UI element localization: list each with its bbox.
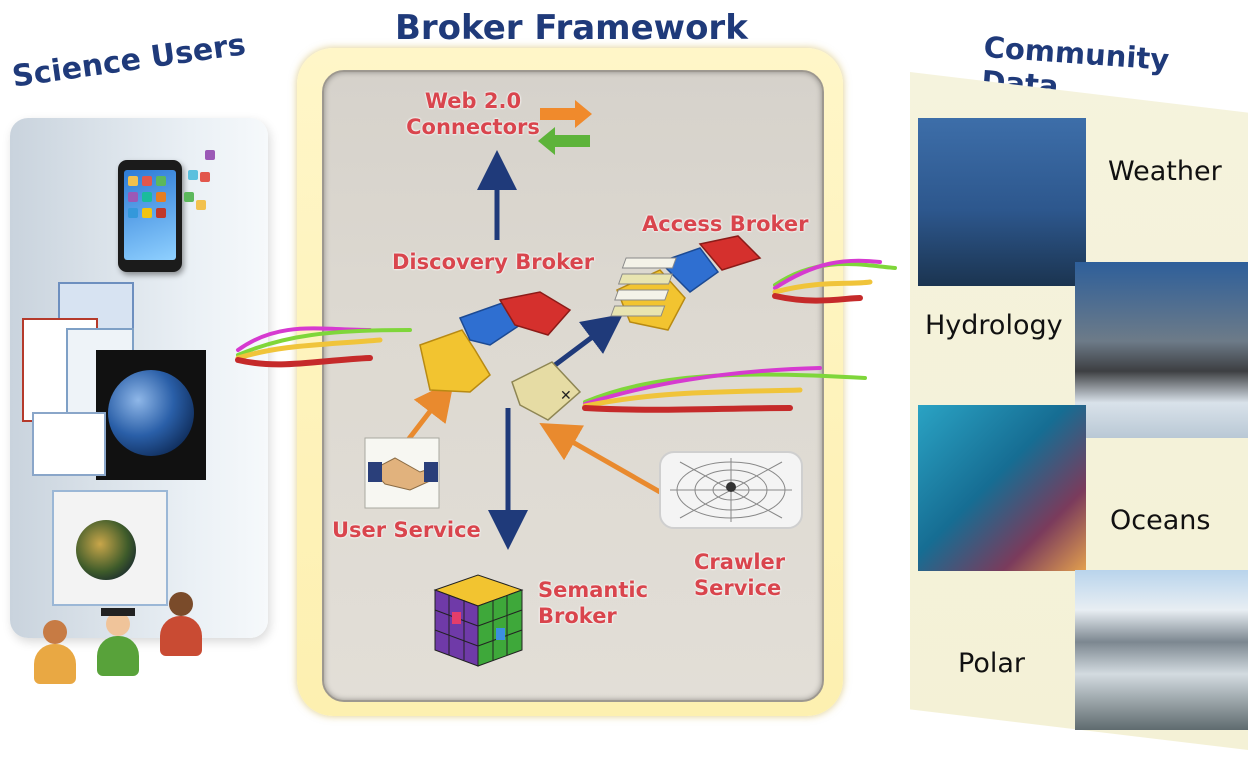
broker-framework-title: Broker Framework	[395, 8, 748, 48]
app-icon	[188, 170, 198, 180]
discovery-broker-label: Discovery Broker	[392, 250, 595, 274]
data-flow-arrows-access	[772, 258, 897, 304]
arrow-from-crawler-service	[539, 423, 662, 495]
weather-label: Weather	[1108, 156, 1222, 187]
arrow-from-user-service	[406, 380, 455, 442]
polar-label: Polar	[958, 648, 1025, 679]
hydrology-photo	[1075, 262, 1248, 438]
discovery-puzzle-icon: ✕	[419, 291, 582, 421]
web-page-thumbnail	[32, 412, 106, 476]
app-icon	[184, 192, 194, 202]
earth-viewer-thumbnail	[96, 350, 206, 480]
web-connectors-label: Web 2.0 Connectors	[406, 89, 540, 139]
student-avatar	[95, 608, 141, 676]
app-icon	[196, 200, 206, 210]
access-broker-label: Access Broker	[642, 212, 809, 236]
scientist-avatar	[32, 620, 78, 684]
arrow-to-access-broker	[553, 314, 623, 367]
oceans-label: Oceans	[1110, 505, 1211, 536]
user-service-label: User Service	[332, 518, 481, 542]
data-flow-arrows-crawler	[582, 366, 867, 413]
crawler-service-label: Crawler Service	[694, 550, 786, 600]
handshake-icon	[364, 437, 440, 509]
smartphone-icon	[118, 160, 182, 272]
globe-browser-thumbnail	[52, 490, 168, 606]
semantic-broker-label: Semantic Broker	[538, 578, 649, 628]
svg-text:✕: ✕	[560, 388, 572, 404]
data-flow-arrows-left	[235, 326, 412, 368]
rubiks-cube-icon	[433, 574, 524, 667]
hydrology-label: Hydrology	[925, 310, 1063, 341]
oceans-photo	[918, 405, 1086, 571]
app-icon	[200, 172, 210, 182]
sync-icon	[538, 100, 592, 155]
photographer-avatar	[158, 592, 204, 656]
weather-photo	[918, 118, 1086, 286]
access-puzzle-icon	[610, 235, 762, 331]
polar-photo	[1075, 570, 1248, 730]
spider-web-icon	[659, 451, 803, 529]
app-icon	[205, 150, 215, 160]
